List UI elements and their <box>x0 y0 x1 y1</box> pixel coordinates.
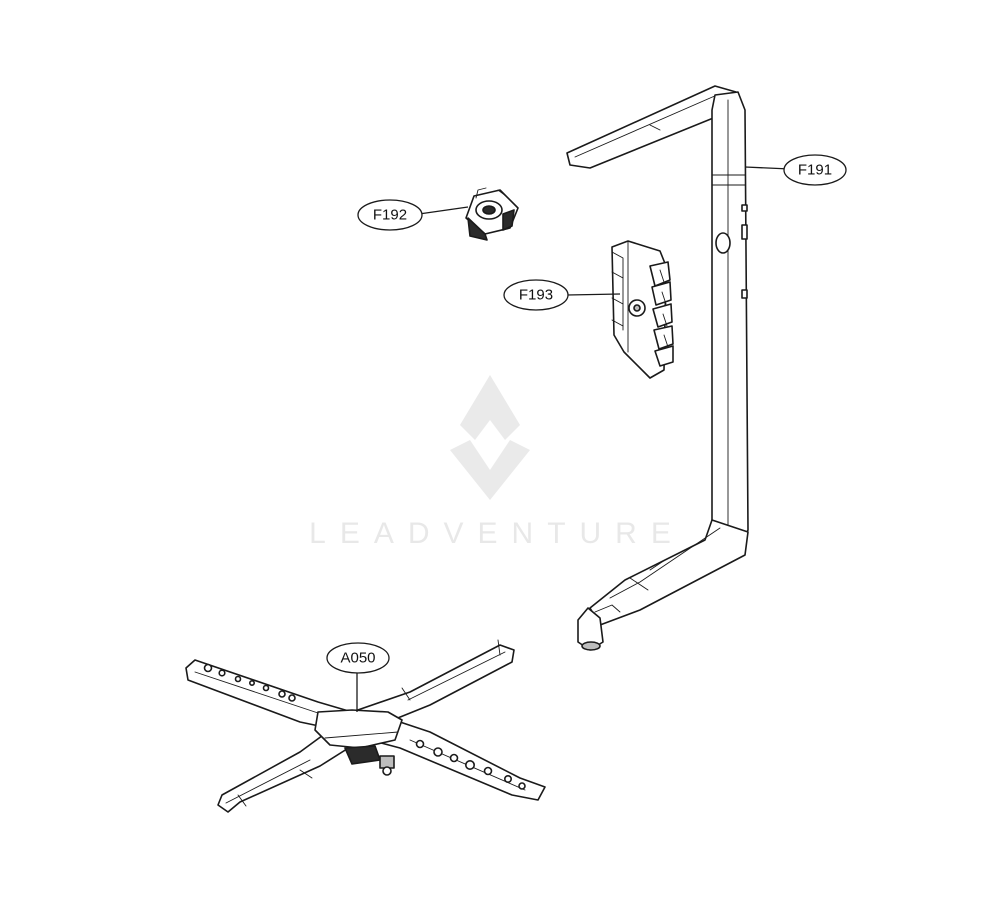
callout-f191: F191 <box>744 154 847 186</box>
callout-f192: F192 <box>357 199 469 231</box>
callout-f193: F193 <box>503 279 621 311</box>
callout-f191-label: F191 <box>798 162 832 179</box>
callout-f193-label: F193 <box>519 287 553 304</box>
spray-arm-part <box>185 639 546 813</box>
holder-clip-part <box>465 187 519 241</box>
callout-f192-label: F192 <box>373 207 407 224</box>
diverter-block-part <box>611 240 674 379</box>
watermark-text: LEADVENTURE <box>309 517 685 550</box>
watermark-logo <box>450 375 530 500</box>
supply-pipe-part <box>566 85 749 651</box>
callout-a050-label: A050 <box>340 650 375 667</box>
callout-a050: A050 <box>326 642 390 712</box>
